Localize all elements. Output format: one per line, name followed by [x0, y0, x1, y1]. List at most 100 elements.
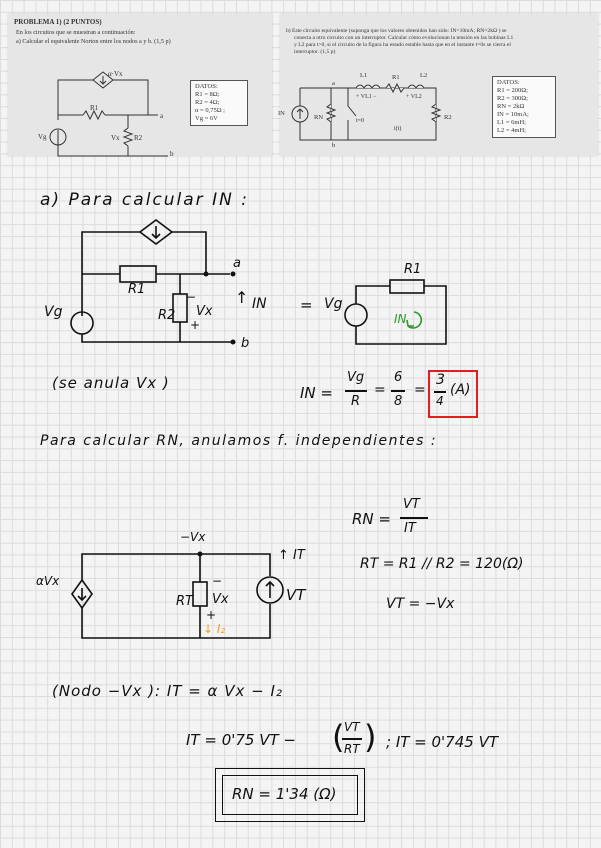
heading-calc-in: a) Para calcular IN :: [40, 190, 249, 210]
rn-result-box: [215, 768, 365, 822]
in-arrow-icon: ↑: [235, 288, 249, 307]
label-vg-a: Vg: [38, 133, 47, 141]
node-equation: (Nodo −Vx ): IT = α Vx − I₂: [52, 682, 283, 700]
problem-task-b-line4: interruptor. (1,5 p): [294, 49, 336, 55]
label-r1-c2: R1: [404, 262, 422, 277]
label-node-a-hw: a: [233, 256, 241, 271]
data-box-b-title: DATOS:: [497, 79, 520, 86]
label-rn-b: RN: [314, 114, 324, 121]
label-iz-c3: ↓ I₂: [203, 622, 226, 636]
label-r1-a: R1: [90, 104, 99, 112]
vt-formula: VT = −Vx: [386, 596, 455, 612]
paren-left: (: [332, 718, 345, 756]
in-formula-num3: 3: [436, 372, 445, 388]
in-formula-eq2: =: [414, 382, 426, 398]
problem-task-a: a) Calcular el equivalente Norton entre …: [16, 38, 171, 45]
in-result-box: [428, 370, 478, 418]
label-l2-b: L2: [420, 72, 428, 79]
label-rt-c3: RT: [176, 594, 193, 609]
label-in-hw: IN: [252, 296, 267, 312]
circuit-1-diagram: [70, 219, 236, 345]
label-r1-hw: R1: [128, 282, 146, 297]
label-vg-hw: Vg: [44, 304, 63, 320]
label-it-b: i(t): [394, 126, 402, 132]
label-r2-a: R2: [134, 134, 143, 142]
fraction-bar: [391, 390, 405, 392]
in-formula-num1: Vg: [347, 370, 365, 385]
data-box-b: DATOS: R1 = 200Ω; R2 = 300Ω; RN = 2kΩ IN…: [492, 76, 556, 138]
in-formula-unit: (A): [450, 382, 471, 398]
data-box-a-line: Vg = 6V: [195, 115, 218, 122]
paren-right: ): [364, 718, 377, 756]
label-r2-hw: R2: [158, 308, 176, 323]
data-box-a-line: α = 0,75Ω ;: [195, 107, 225, 114]
label-node-a-b: a: [332, 80, 335, 87]
rn-result: RN = 1'34 (Ω): [232, 785, 337, 803]
label-vx-c3: Vx: [212, 592, 229, 607]
rn-formula-den: IT: [404, 521, 416, 536]
label-r2-b: R2: [444, 114, 452, 121]
label-in-b: IN: [278, 110, 285, 117]
data-box-a-line: R1 = 8Ω;: [195, 91, 220, 98]
fraction-bar: [342, 738, 362, 740]
problem-task-b-line2: conecta a otro circuito con un interrupt…: [294, 35, 514, 41]
label-vx-hw: Vx: [196, 304, 213, 319]
in-formula-den3: 4: [436, 394, 444, 408]
label-dep-source-c3: αVx: [36, 574, 60, 588]
fraction-bar: [400, 517, 428, 519]
label-node-a: a: [160, 112, 164, 120]
data-box-a-title: DATOS:: [195, 83, 218, 90]
circuit-3-diagram: [71, 551, 284, 639]
label-dep-source-a: α·Vx: [108, 70, 123, 78]
label-t0-b: t=0: [356, 118, 365, 124]
it-equation-result: ; IT = 0'745 VT: [386, 733, 499, 751]
label-vx-a: Vx: [111, 134, 120, 142]
problem-header: PROBLEMA 1) (2 PUNTOS): [14, 18, 102, 26]
label-vg-c2: Vg: [324, 296, 343, 312]
fraction-bar: [345, 390, 367, 392]
it-equation-lhs: IT = 0'75 VT −: [186, 731, 296, 749]
data-box-b-line: L2 = 4mH;: [497, 127, 526, 134]
data-box-b-line: R2 = 300Ω;: [497, 95, 528, 102]
data-box-b-line: L1 = 6mH;: [497, 119, 526, 126]
equals-sign: =: [300, 296, 313, 314]
rn-formula-num: VT: [403, 497, 420, 512]
problem-photo-a: PROBLEMA 1) (2 PUNTOS) En los circuitos …: [8, 14, 272, 158]
label-r1-b: R1: [392, 74, 400, 81]
label-l1-b: L1: [360, 72, 368, 79]
data-box-b-line: R1 = 200Ω;: [497, 87, 528, 94]
label-vl1-b: + VL1 −: [356, 94, 377, 100]
heading-calc-rn: Para calcular RN, anulamos f. independie…: [40, 433, 438, 449]
label-node-b-hw: b: [241, 336, 250, 351]
in-formula-num2: 6: [394, 370, 403, 385]
label-vx-plus-hw: +: [190, 318, 201, 332]
fraction-bar: [434, 391, 446, 393]
circuit-a-diagram: [49, 71, 168, 157]
label-vl2-b: + VL2: [406, 94, 422, 100]
circuit-2-diagram: [344, 279, 447, 345]
note-vx-cancelled: (se anula Vx ): [52, 374, 170, 392]
label-vx-plus-c3: +: [206, 608, 217, 622]
circuit-b-diagram: [291, 82, 442, 141]
label-vx-minus-hw: −: [186, 290, 197, 304]
problem-task-b-line3: y L2 para t>0, si el circuito de la figu…: [294, 42, 511, 48]
rt-formula: RT = R1 // R2 = 120(Ω): [360, 556, 524, 572]
label-node-neg-vx: −Vx: [180, 530, 206, 544]
label-node-b: b: [170, 150, 174, 158]
it-equation-num: VT: [344, 720, 360, 734]
label-vx-minus-c3: −: [212, 574, 223, 588]
label-it-c3: ↑ IT: [278, 548, 305, 563]
label-in-c2: IN: [394, 312, 407, 326]
data-box-a-line: R2 = 4Ω;: [195, 99, 220, 106]
in-formula-den2: 8: [394, 394, 403, 409]
in-formula-eq1: =: [374, 382, 386, 398]
data-box-b-line: RN = 2kΩ: [497, 103, 525, 110]
rn-result-inner-box: [222, 775, 358, 815]
data-box-b-line: IN = 10mA;: [497, 111, 529, 118]
data-box-a: DATOS: R1 = 8Ω; R2 = 4Ω; α = 0,75Ω ; Vg …: [190, 80, 248, 126]
it-equation-den: RT: [344, 742, 360, 756]
problem-task-b-line1: b) Este circuito equivalente (suponga qu…: [286, 28, 507, 34]
in-formula-den1: R: [351, 394, 361, 409]
label-node-b-b: b: [332, 142, 336, 149]
problem-intro: En los circuitos que se muestran a conti…: [16, 29, 136, 36]
